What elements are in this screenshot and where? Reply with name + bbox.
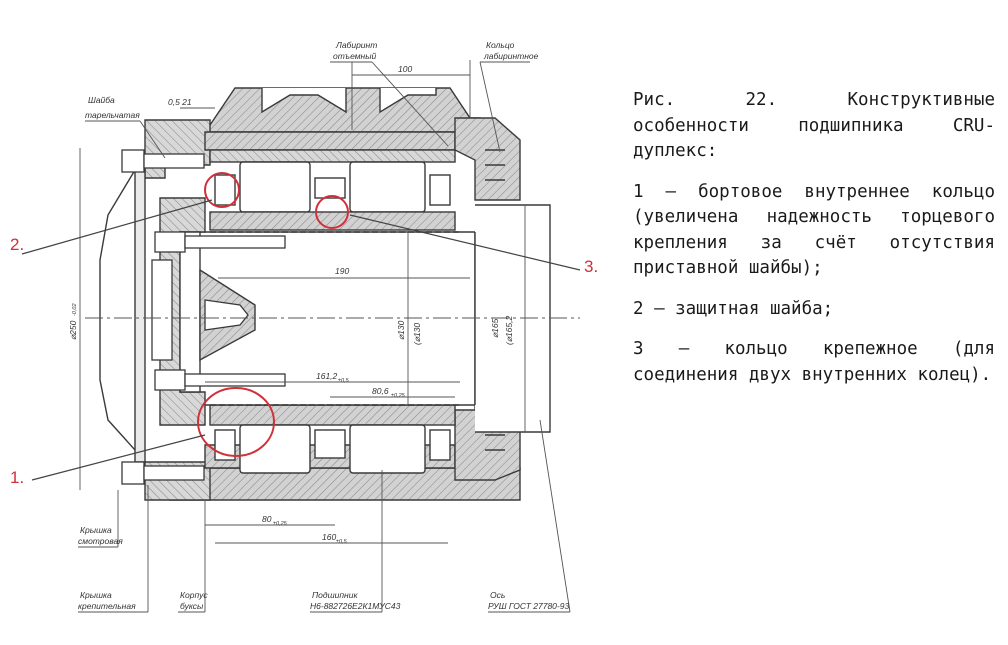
caption-item-2: 2 — защитная шайба; <box>633 298 834 319</box>
dim-250-tol: -0,02 <box>72 303 78 316</box>
label-cover-inspection-line1: Крышка <box>80 525 112 535</box>
dim-80-tol: ±0,25 <box>273 521 288 527</box>
label-washer-line1: Шайба <box>88 95 115 105</box>
dim-80-6-tol: ±0,25 <box>391 393 406 399</box>
dimension-lines <box>79 60 526 544</box>
label-washer-line2: тарельчатая <box>85 110 140 120</box>
label-labyrinth-line1: Лабиринт <box>335 40 377 50</box>
bolts <box>121 149 286 485</box>
dim-80: 80 <box>262 514 272 524</box>
label-axle-line1: Ось <box>490 590 505 600</box>
label-ring-line1: Кольцо <box>486 40 515 50</box>
dim-130: ⌀130 <box>396 320 406 340</box>
label-bearing-line1: Подшипник <box>312 590 358 600</box>
dim-160-tol: ±0,5 <box>336 539 348 545</box>
bearing-assembly-drawing: 2. 3. 1. Шайба тарельчатая Лабиринт отъе… <box>10 40 598 613</box>
dim-190: 190 <box>335 266 349 276</box>
dim-80-6: 80,6 <box>372 386 389 396</box>
callout-3: 3. <box>584 257 598 276</box>
label-housing-line1: Корпус <box>180 590 208 600</box>
label-bearing-line2: Н6-882726Е2К1МУС43 <box>310 601 401 611</box>
label-cover-inspection-line2: смотровая <box>78 536 123 546</box>
label-labyrinth-line2: отъемный <box>333 51 376 61</box>
callout-1: 1. <box>10 468 24 487</box>
label-cover-fastening-line2: крепительная <box>78 601 136 611</box>
dim-161-2-tol: ±0,5 <box>338 378 350 384</box>
dim-160: 160 <box>322 532 336 542</box>
callout-2: 2. <box>10 235 24 254</box>
caption-item-1: 1 — бортовое внутреннее кольцо (увеличен… <box>633 181 995 279</box>
figure-caption: Рис. 22. Конструктивные особенности подш… <box>633 88 995 403</box>
caption-title: Рис. 22. Конструктивные особенности подш… <box>633 90 995 161</box>
bearing-upper <box>209 149 456 231</box>
dim-161-2: 161,2 <box>316 371 338 381</box>
axle <box>197 204 551 433</box>
label-leaders <box>78 61 571 613</box>
dim-0-5-21: 0,5 21 <box>168 97 192 107</box>
axlebox-housing-top <box>144 87 481 179</box>
dim-165b: (⌀165,2 <box>504 316 514 345</box>
dim-100: 100 <box>398 64 412 74</box>
caption-item-3: 3 — кольцо крепежное (для соединения дву… <box>633 339 995 385</box>
dim-250: ⌀250 <box>68 320 78 340</box>
dim-165: ⌀165 <box>490 318 500 338</box>
label-housing-line2: буксы <box>180 601 204 611</box>
dim-130b: (⌀130 <box>412 323 422 345</box>
bearing-lower <box>209 404 456 474</box>
label-ring-line2: лабиринтное <box>483 51 539 61</box>
label-cover-fastening-line1: Крышка <box>80 590 112 600</box>
label-axle-line2: РУШ ГОСТ 27780-93 <box>488 601 569 611</box>
callout-markers <box>21 172 581 481</box>
